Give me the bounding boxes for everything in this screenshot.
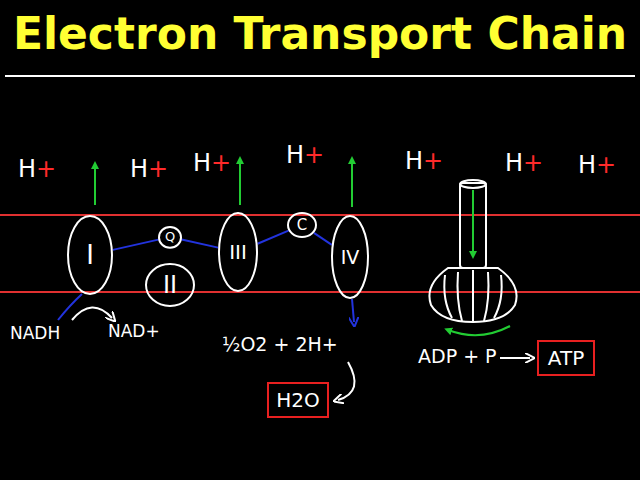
- product-label: NAD+: [108, 322, 160, 341]
- electron-path: [314, 233, 332, 245]
- complex-two: II: [145, 263, 195, 307]
- product-box: H2O: [267, 382, 329, 418]
- reactant-label: NADH: [10, 324, 60, 343]
- reaction-arrow: [500, 357, 530, 359]
- cytochrome-c-circle: C: [287, 212, 317, 238]
- proton-label: H+: [578, 152, 616, 178]
- proton-label: H+: [286, 142, 324, 168]
- electron-path: [113, 240, 159, 250]
- complex-one: I: [67, 215, 113, 295]
- title-underline: [5, 75, 635, 77]
- electron-path: [182, 240, 218, 248]
- reactant-label: ½O2 + 2H+: [222, 334, 338, 355]
- reaction-arrow: [72, 307, 112, 320]
- proton-label: H+: [505, 150, 543, 176]
- node-text: IV: [341, 248, 360, 267]
- complex-three: III: [218, 212, 258, 292]
- node-text: H2O: [276, 390, 320, 410]
- node-text: I: [86, 242, 94, 268]
- proton-label: H+: [193, 150, 231, 176]
- product-box: ATP: [537, 340, 595, 376]
- electron-path: [58, 294, 82, 320]
- proton-label: H+: [18, 156, 56, 182]
- node-text: II: [163, 273, 177, 297]
- ubiquinone-circle: Q: [158, 226, 182, 249]
- node-text: ATP: [548, 348, 584, 368]
- proton-arrow: [351, 160, 353, 207]
- proton-arrow: [239, 160, 241, 205]
- membrane-line: [0, 214, 640, 216]
- node-text: Q: [165, 230, 175, 243]
- electron-path: [352, 299, 354, 322]
- atp-synthase: [429, 180, 516, 322]
- rotation-arrow: [448, 326, 510, 335]
- node-text: C: [297, 218, 307, 233]
- proton-arrow: [94, 165, 96, 205]
- reaction-arrow: [338, 362, 355, 400]
- complex-four: IV: [331, 215, 369, 299]
- node-text: III: [229, 242, 247, 262]
- title: Electron Transport Chain: [0, 8, 640, 61]
- proton-label: H+: [130, 156, 168, 182]
- reactant-label: ADP + P: [418, 346, 497, 367]
- electron-path: [258, 231, 289, 244]
- proton-arrow: [472, 190, 474, 255]
- proton-label: H+: [405, 148, 443, 174]
